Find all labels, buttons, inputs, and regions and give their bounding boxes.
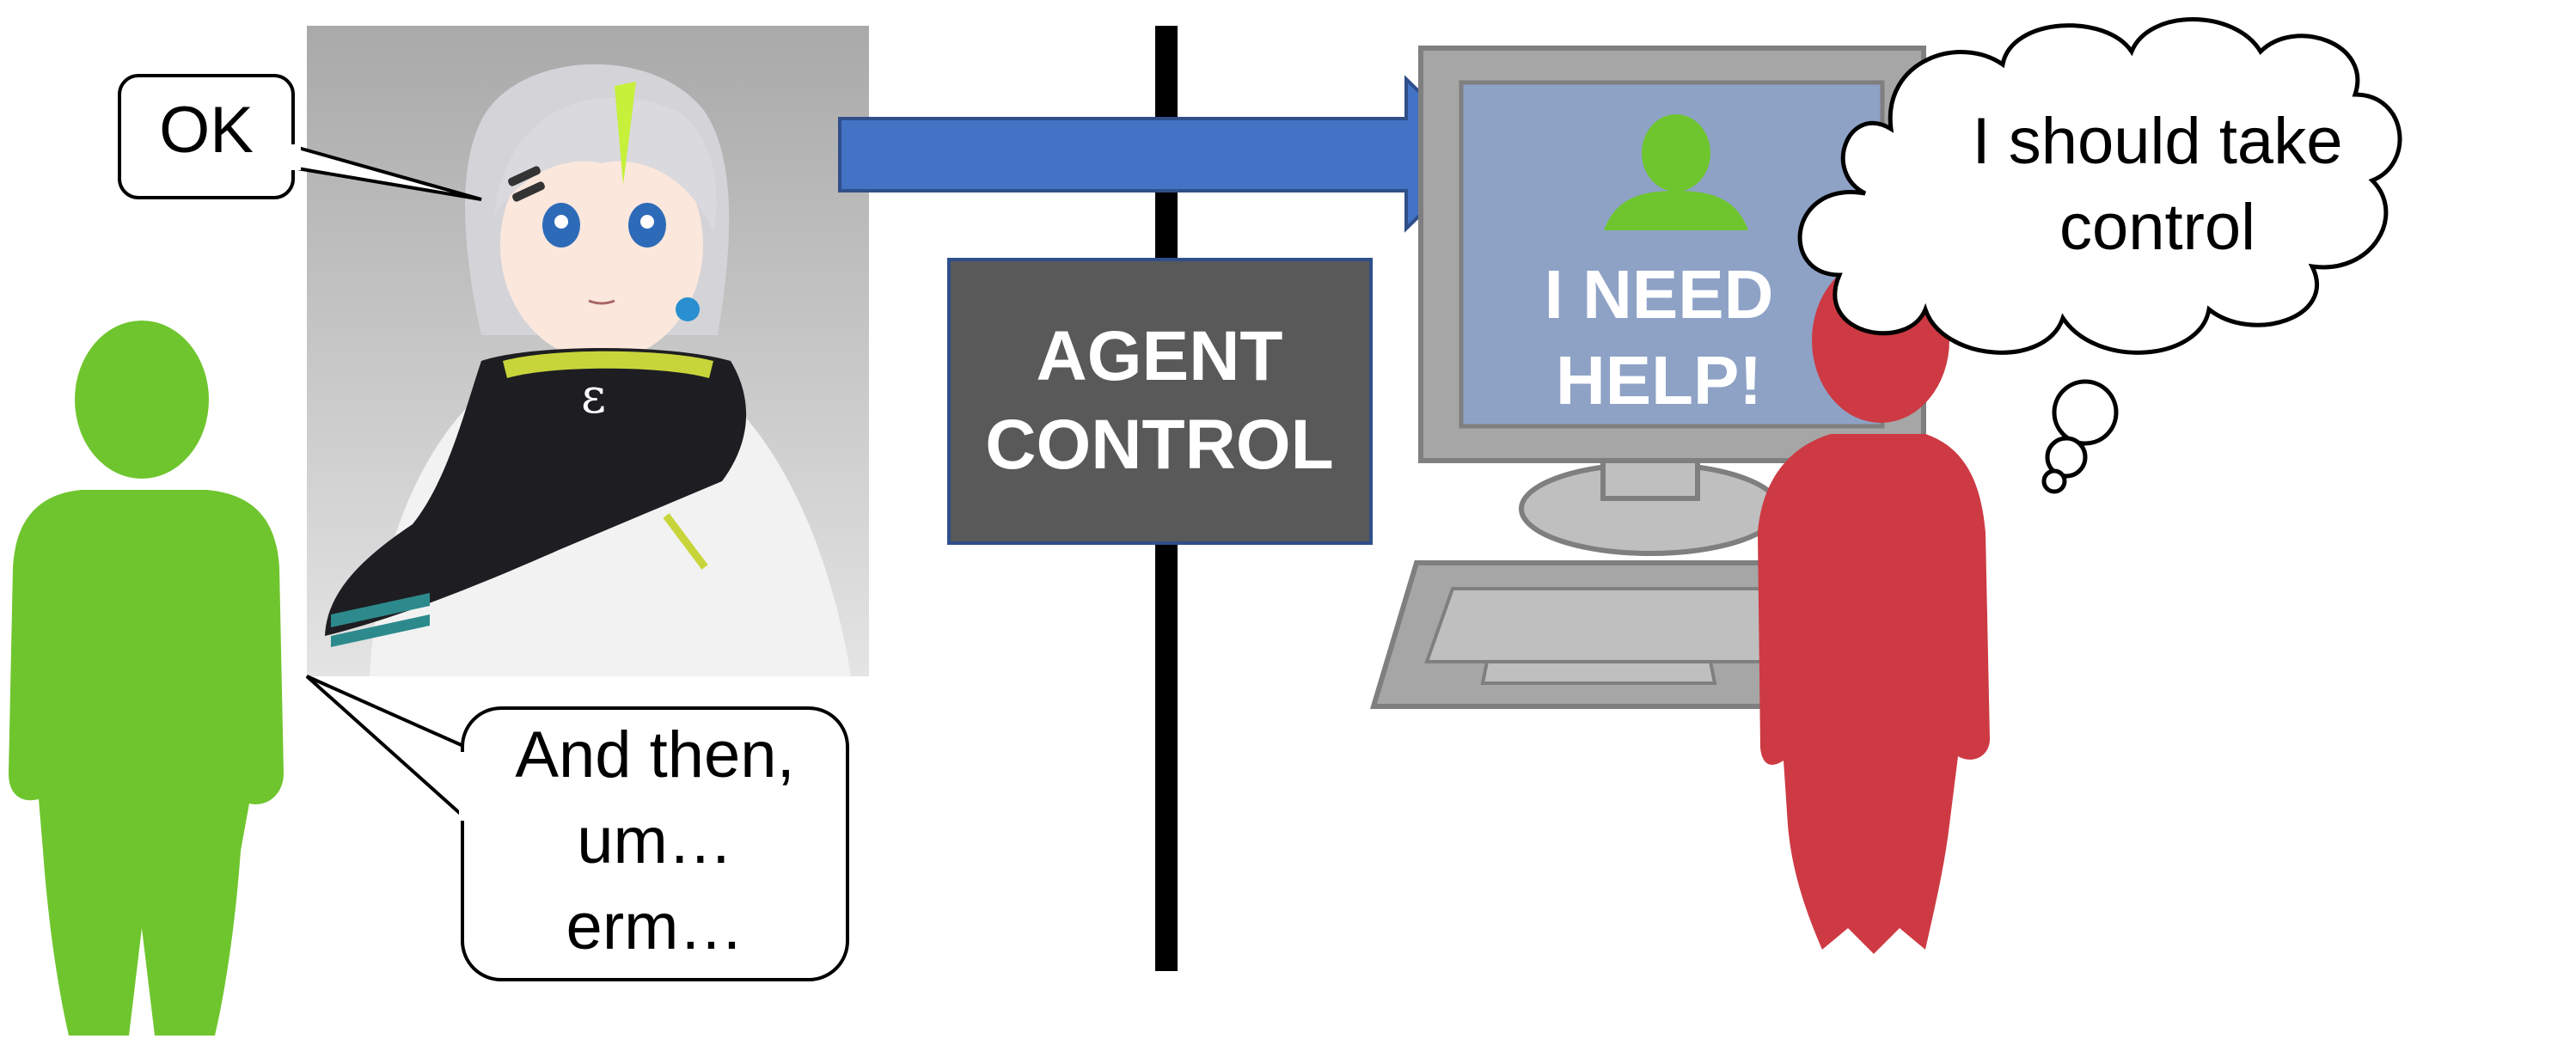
speech-bubble-user: And then, um… erm… — [305, 675, 849, 981]
avatar-scarf — [325, 348, 747, 636]
computer-icon: I NEED HELP! — [1369, 46, 1926, 709]
speech-bubble-ok: OK — [118, 74, 482, 201]
speech-user-line-3: erm… — [566, 890, 744, 963]
thought-bubble: I should take control — [1797, 17, 2402, 494]
thought-line-2: control — [2059, 191, 2255, 264]
user-figure-icon — [9, 321, 284, 1036]
screen-message-line-2: HELP! — [1556, 342, 1762, 419]
speech-ok-text: OK — [159, 94, 254, 167]
agent-control-line-2: CONTROL — [985, 406, 1333, 484]
screen-message-line-1: I NEED — [1545, 256, 1774, 333]
screen-user-icon — [1604, 114, 1748, 230]
svg-text:ɛ: ɛ — [581, 369, 606, 425]
agent-control-line-1: AGENT — [1037, 317, 1283, 395]
avatar-face — [500, 129, 703, 361]
thought-line-1: I should take — [1973, 105, 2343, 178]
speech-user-line-1: And then, — [515, 718, 794, 791]
avatar-portrait: ɛ — [307, 26, 869, 676]
avatar-hair-streak — [615, 82, 636, 185]
agent-control-box: AGENT CONTROL — [947, 258, 1373, 545]
speech-user-line-2: um… — [577, 804, 733, 877]
